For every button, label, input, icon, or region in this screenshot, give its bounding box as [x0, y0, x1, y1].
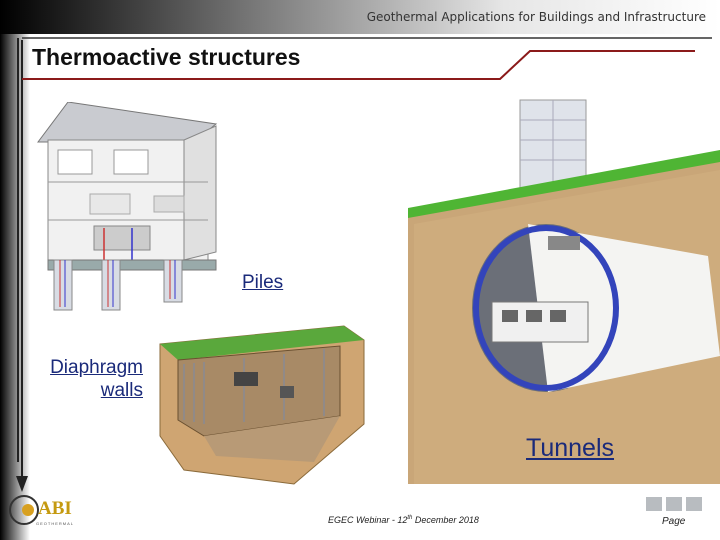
tunnel-illustration	[408, 99, 720, 484]
diaphragm-walls-illustration	[159, 325, 365, 485]
footer-square	[646, 497, 662, 511]
logo-text: ABI	[38, 498, 72, 519]
footer-square	[666, 497, 682, 511]
left-gradient-bar	[0, 0, 30, 540]
footer-event-prefix: EGEC Webinar - 12	[328, 515, 408, 525]
footer-event-sup: th	[407, 515, 413, 521]
footer-event-suffix: December 2018	[412, 515, 479, 525]
slide-title: Thermoactive structures	[32, 44, 301, 70]
logo-subtitle: GEOTHERMAL	[36, 521, 75, 526]
diaphragm-label-line1: Diaphragm	[50, 357, 143, 378]
footer-square	[686, 497, 702, 511]
diaphragm-walls-label[interactable]: Diaphragm walls	[38, 356, 143, 402]
page-label: Page	[662, 516, 686, 527]
tunnels-label[interactable]: Tunnels	[526, 434, 615, 462]
diaphragm-label-line2: walls	[100, 380, 143, 401]
footer-event: EGEC Webinar - 12th December 2018	[328, 515, 479, 525]
piles-label[interactable]: Piles	[242, 272, 284, 293]
header-band	[0, 0, 720, 34]
header-subtitle: Geothermal Applications for Buildings an…	[366, 10, 706, 24]
gabi-logo	[9, 495, 39, 525]
house-piles-illustration	[37, 102, 218, 311]
